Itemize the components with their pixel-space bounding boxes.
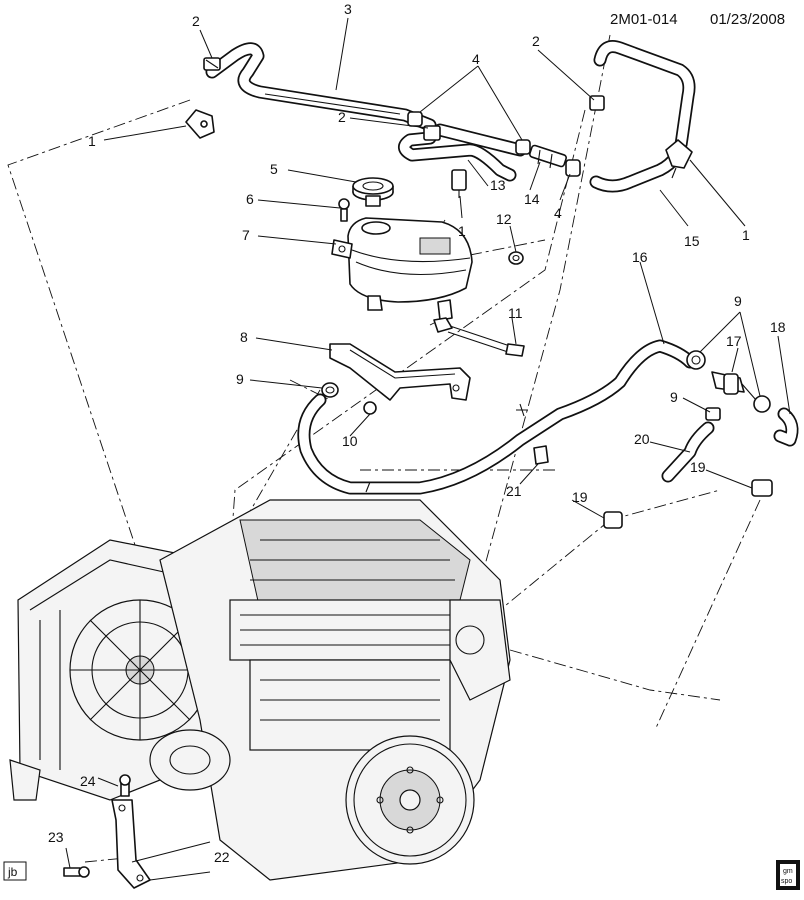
callout-7: 7 bbox=[242, 227, 250, 243]
gm-logo-top-text: gm bbox=[783, 868, 793, 875]
hose-18 bbox=[773, 407, 799, 447]
bolt-6 bbox=[338, 198, 350, 222]
callout-15: 15 bbox=[684, 233, 700, 249]
callout-4-right: 4 bbox=[554, 205, 562, 221]
callout-8: 8 bbox=[240, 329, 248, 345]
hose-16 bbox=[297, 339, 697, 495]
bracket-8 bbox=[329, 343, 471, 401]
clamp-4-left bbox=[407, 111, 423, 127]
callout-1-right: 1 bbox=[742, 227, 750, 243]
callout-9-center: 9 bbox=[670, 389, 678, 405]
callout-10: 10 bbox=[342, 433, 358, 449]
fitting-17 bbox=[711, 371, 757, 401]
callout-2-top-left: 2 bbox=[192, 13, 200, 29]
callout-16: 16 bbox=[632, 249, 648, 265]
callout-6: 6 bbox=[246, 191, 254, 207]
clamp-9-left bbox=[321, 382, 339, 398]
callout-23: 23 bbox=[48, 829, 64, 845]
callout-19-right: 19 bbox=[690, 459, 706, 475]
callout-2-top-right: 2 bbox=[532, 33, 540, 49]
hose-13 bbox=[398, 123, 527, 182]
hose-15 bbox=[589, 40, 696, 193]
callout-22: 22 bbox=[214, 849, 230, 865]
gm-spo-logo: gm spo bbox=[776, 860, 800, 890]
clamp-4-right bbox=[565, 159, 581, 177]
engine-assembly bbox=[9, 499, 511, 881]
callout-21: 21 bbox=[506, 483, 522, 499]
clamp-9-small bbox=[705, 407, 721, 421]
callout-3: 3 bbox=[344, 1, 352, 17]
callout-14: 14 bbox=[524, 191, 540, 207]
callout-17: 17 bbox=[726, 333, 742, 349]
cap-5 bbox=[352, 177, 394, 207]
callout-9-top-right: 9 bbox=[734, 293, 742, 309]
bolt-23 bbox=[63, 866, 90, 878]
drawing-id: 2M01-014 bbox=[610, 11, 678, 28]
clamp-2-upper-left bbox=[203, 57, 221, 71]
bracket-22 bbox=[111, 799, 151, 889]
corner-tag-left-text: jb bbox=[7, 865, 18, 879]
gm-logo-bottom-text: spo bbox=[781, 878, 792, 885]
connector-14 bbox=[529, 144, 567, 169]
clamp-19-center bbox=[603, 511, 623, 529]
grommet-10 bbox=[363, 401, 377, 415]
callout-labels: 1 2 3 2 4 2 5 6 7 13 14 4 1 15 1 12 16 1… bbox=[48, 1, 786, 865]
connector-21 bbox=[533, 445, 549, 465]
callout-11: 11 bbox=[508, 305, 523, 321]
callout-12: 12 bbox=[496, 211, 512, 227]
coolant-reservoir-7 bbox=[331, 217, 473, 321]
bracket-1-middle bbox=[451, 169, 467, 198]
callout-1-middle: 1 bbox=[458, 223, 466, 239]
callout-4-top: 4 bbox=[472, 51, 480, 67]
clamp-19-right bbox=[751, 479, 773, 497]
bolt-24 bbox=[119, 774, 131, 797]
drawing-date: 01/23/2008 bbox=[710, 11, 785, 28]
callout-leaders bbox=[65, 17, 791, 881]
clamp-9-upper bbox=[686, 350, 706, 370]
callout-5: 5 bbox=[270, 161, 278, 177]
bracket-1-upper-left bbox=[185, 109, 215, 139]
bracket-1-right bbox=[665, 139, 693, 179]
callout-19-center: 19 bbox=[572, 489, 588, 505]
callout-1-upper-left: 1 bbox=[88, 133, 96, 149]
clamp-2-mid bbox=[423, 125, 441, 141]
callout-18: 18 bbox=[770, 319, 786, 335]
callout-13: 13 bbox=[490, 177, 506, 193]
corner-tag-left: jb bbox=[3, 861, 27, 881]
callout-2-middle: 2 bbox=[338, 109, 346, 125]
callout-9-left: 9 bbox=[236, 371, 244, 387]
callout-24: 24 bbox=[80, 773, 96, 789]
hose-20 bbox=[661, 421, 715, 483]
clamp-4-middle bbox=[515, 139, 531, 155]
grommet-12 bbox=[508, 251, 524, 265]
hose-11 bbox=[433, 317, 525, 357]
callout-20: 20 bbox=[634, 431, 650, 447]
heater-hose-3 bbox=[205, 42, 437, 132]
clamp-9-right bbox=[753, 395, 771, 413]
